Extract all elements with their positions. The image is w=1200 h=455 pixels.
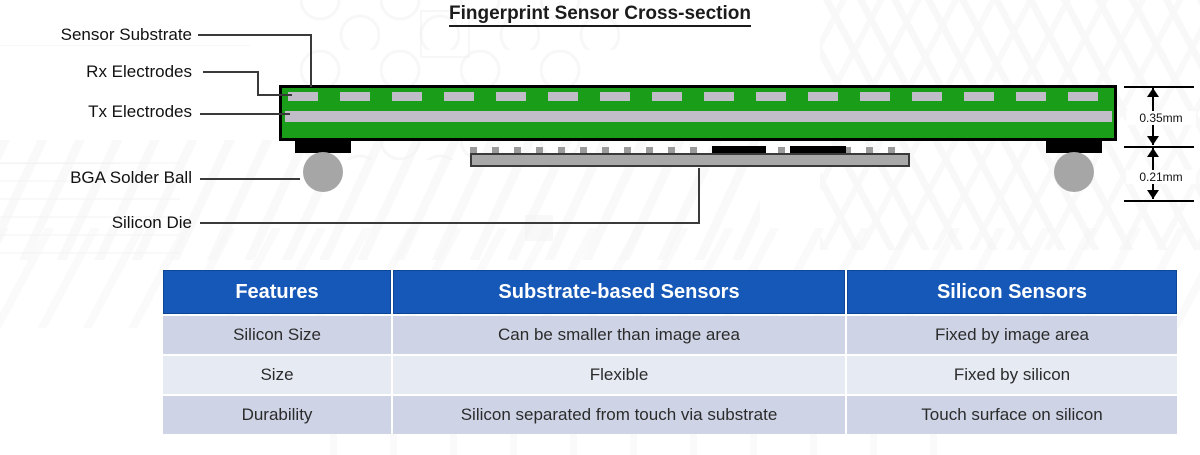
leader-sensor-substrate-h: [198, 34, 312, 36]
dim-arrow-down-021: [1147, 190, 1159, 199]
cell-substrate: Flexible: [393, 356, 845, 394]
cell-silicon: Fixed by image area: [847, 316, 1177, 354]
cell-substrate: Silicon separated from touch via substra…: [393, 396, 845, 434]
label-sensor-substrate: Sensor Substrate: [60, 25, 192, 44]
die-microbumps: [470, 147, 910, 153]
leader-die-h: [200, 222, 700, 224]
silicon-die-body: [470, 153, 910, 167]
bga-solder-ball-left: [303, 152, 343, 192]
dim-arrow-down-035: [1147, 136, 1159, 145]
bond-pad-left: [295, 141, 351, 153]
leader-rx-h1: [203, 71, 259, 73]
leader-sensor-substrate-v: [310, 34, 312, 87]
cell-feature: Size: [163, 356, 391, 394]
label-rx-electrodes: Rx Electrodes: [86, 62, 192, 81]
cell-silicon: Fixed by silicon: [847, 356, 1177, 394]
dim-arrow-up-021: [1147, 148, 1159, 157]
table-row: Size Flexible Fixed by silicon: [163, 356, 1177, 394]
table-header-silicon: Silicon Sensors: [847, 270, 1177, 314]
die-attach-black-left: [712, 146, 766, 154]
dim-rule-middle: [1124, 146, 1194, 148]
table-header-row: Features Substrate-based Sensors Silicon…: [163, 270, 1177, 314]
dim-label-021: 0.21mm: [1126, 170, 1196, 184]
table-row: Silicon Size Can be smaller than image a…: [163, 316, 1177, 354]
dim-label-035: 0.35mm: [1126, 111, 1196, 125]
bond-pad-right: [1046, 141, 1102, 153]
leader-die-v: [698, 168, 700, 224]
leader-rx-h2: [257, 94, 292, 96]
table-row: Durability Silicon separated from touch …: [163, 396, 1177, 434]
dim-rule-bottom: [1124, 200, 1194, 202]
die-attach-black-right: [790, 146, 846, 154]
cell-feature: Silicon Size: [163, 316, 391, 354]
cell-silicon: Touch surface on silicon: [847, 396, 1177, 434]
cell-feature: Durability: [163, 396, 391, 434]
dim-rule-top: [1124, 86, 1194, 88]
cell-substrate: Can be smaller than image area: [393, 316, 845, 354]
table-header-features: Features: [163, 270, 391, 314]
label-silicon-die: Silicon Die: [111, 213, 192, 232]
label-bga-solder-ball: BGA Solder Ball: [70, 168, 192, 187]
label-tx-electrodes: Tx Electrodes: [88, 102, 192, 121]
page-title: Fingerprint Sensor Cross-section: [0, 3, 1200, 27]
leader-tx-h: [200, 113, 290, 115]
rx-electrodes-row: [288, 92, 1108, 101]
tx-electrodes-bar: [285, 111, 1112, 122]
bga-solder-ball-right: [1054, 152, 1094, 192]
cross-section-diagram: Sensor Substrate Rx Electrodes Tx Electr…: [60, 25, 1196, 232]
page-title-text: Fingerprint Sensor Cross-section: [449, 3, 751, 27]
table-header-substrate: Substrate-based Sensors: [393, 270, 845, 314]
comparison-table: Features Substrate-based Sensors Silicon…: [161, 268, 1179, 436]
leader-bga-h: [200, 178, 300, 180]
dim-arrow-up-035: [1147, 88, 1159, 97]
leader-rx-v: [257, 71, 259, 96]
